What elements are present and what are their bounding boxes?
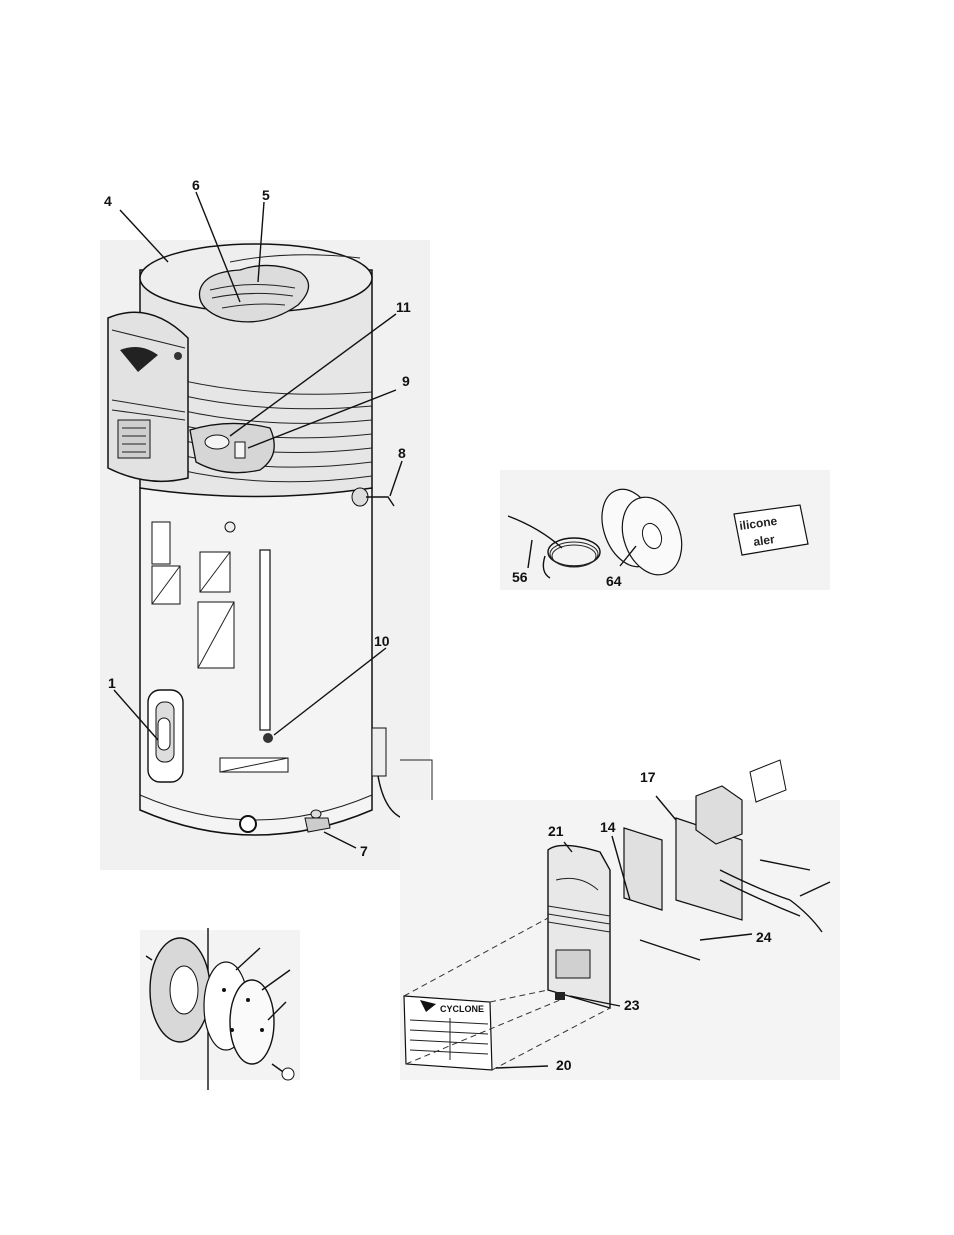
callout-4: 4 — [104, 193, 112, 209]
callout-24: 24 — [756, 929, 772, 945]
callout-1: 1 — [108, 675, 116, 691]
callout-7: 7 — [360, 843, 368, 859]
callout-17: 17 — [640, 769, 656, 785]
callout-6: 6 — [192, 177, 200, 193]
access-panel — [190, 423, 274, 472]
junction-box — [696, 786, 742, 844]
flange-assembly — [140, 928, 300, 1090]
callout-20: 20 — [556, 1057, 572, 1073]
callout-23: 23 — [624, 997, 640, 1013]
callout-14: 14 — [600, 819, 616, 835]
callout-9: 9 — [402, 373, 410, 389]
indicator-window-1 — [148, 690, 183, 782]
callout-21: 21 — [548, 823, 564, 839]
callout-11: 11 — [396, 299, 411, 315]
callout-56: 56 — [512, 569, 528, 585]
tube-text-2: aler — [752, 532, 775, 549]
control-module: CYCLONE — [400, 760, 840, 1080]
callout-10: 10 — [374, 633, 390, 649]
control-box — [108, 312, 188, 481]
nameplate-brand: CYCLONE — [440, 1004, 484, 1014]
callout-8: 8 — [398, 445, 406, 461]
callout-5: 5 — [262, 187, 270, 203]
sight-strip — [260, 550, 270, 730]
cover-plate — [750, 760, 786, 802]
callout-64: 64 — [606, 573, 622, 589]
accessories: ilicone aler 56 64 — [500, 470, 830, 590]
water-heater — [108, 244, 402, 835]
